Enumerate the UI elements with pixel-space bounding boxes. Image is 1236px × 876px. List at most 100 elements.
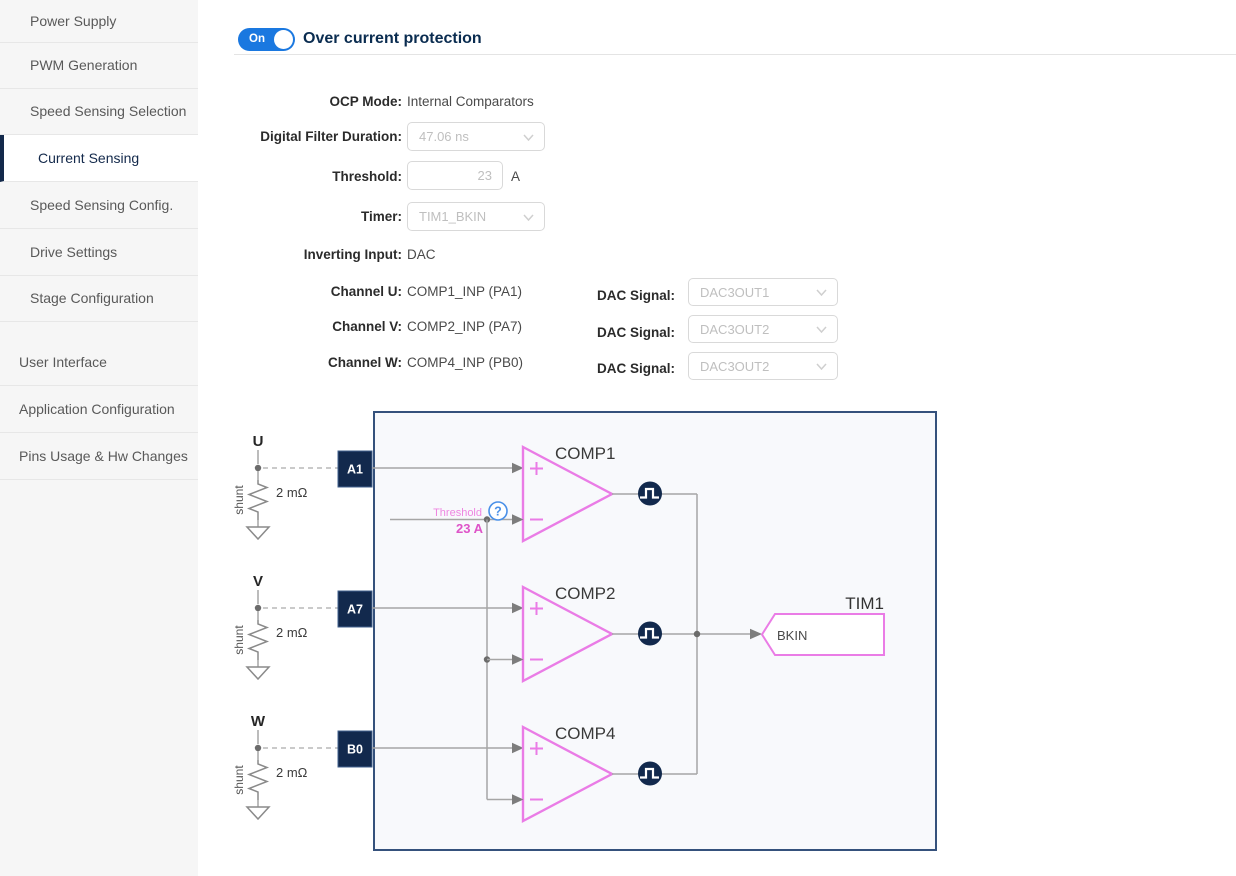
shunt-label-w: shunt <box>232 765 246 795</box>
sidebar-item-user-interface[interactable]: User Interface <box>0 340 198 386</box>
sidebar-item-power-supply[interactable]: Power Supply <box>0 0 198 43</box>
sidebar-item-pins-usage-hw-changes[interactable]: Pins Usage & Hw Changes <box>0 433 198 480</box>
shunt-label-u: shunt <box>232 485 246 515</box>
pulse-glyph <box>640 627 659 639</box>
channel-v-label: Channel V: <box>332 319 402 334</box>
dac-signal-v-value: DAC3OUT2 <box>700 321 770 337</box>
phase-u-group: U shunt 2 mΩ A1 COMP1 <box>232 433 697 543</box>
digital-filter-select[interactable]: 47.06 ns <box>407 122 545 151</box>
pulse-glyph <box>640 487 659 499</box>
bkin-label: BKIN <box>777 628 807 643</box>
threshold-unit: A <box>511 169 521 184</box>
tim1-label: TIM1 <box>845 594 884 613</box>
pin-label-b0: B0 <box>347 743 363 757</box>
dac-signal-v-label: DAC Signal: <box>596 325 675 340</box>
sidebar: Power Supply PWM Generation Speed Sensin… <box>0 0 198 876</box>
pin-box-a1 <box>337 450 373 488</box>
dac-signal-w-select[interactable]: DAC3OUT2 <box>688 352 838 380</box>
phase-v-node-dot <box>254 604 262 612</box>
toggle-knob <box>274 30 293 49</box>
phase-v-label: V <box>253 573 263 590</box>
comparator-comp4 <box>521 725 615 823</box>
chevron-down-icon <box>523 133 534 141</box>
phase-w-group: W shunt 2 mΩ B0 COMP4 <box>232 713 697 823</box>
chevron-down-icon <box>816 326 827 333</box>
pin-box-a7 <box>337 590 373 628</box>
comparator-comp2 <box>521 585 615 683</box>
dac-signal-v-select[interactable]: DAC3OUT2 <box>688 315 838 343</box>
channel-w-value: COMP4_INP (PB0) <box>407 355 524 370</box>
arrowhead-icon <box>750 628 762 640</box>
plus-sign-comp1 <box>530 462 543 475</box>
chevron-down-icon <box>816 289 827 296</box>
comp1-label: COMP1 <box>555 444 615 463</box>
sidebar-item-drive-settings[interactable]: Drive Settings <box>0 229 198 276</box>
sidebar-item-stage-configuration[interactable]: Stage Configuration <box>0 276 198 322</box>
output-group: BKIN TIM1 <box>693 494 885 774</box>
timer-select[interactable]: TIM1_BKIN <box>407 202 545 231</box>
timer-value: TIM1_BKIN <box>419 209 487 224</box>
comp2-label: COMP2 <box>555 584 615 603</box>
sidebar-item-application-configuration[interactable]: Application Configuration <box>0 386 198 433</box>
plus-sign-comp2 <box>530 602 543 615</box>
comp4-label: COMP4 <box>555 724 615 743</box>
page-title: Over current protection <box>303 30 482 47</box>
threshold-label: Threshold: <box>332 169 402 184</box>
sidebar-item-pwm-generation[interactable]: PWM Generation <box>0 43 198 89</box>
shunt-resistor-u <box>246 480 270 520</box>
plus-sign-comp4 <box>530 742 543 755</box>
chevron-down-icon <box>523 213 534 221</box>
threshold-diagram-label: Threshold <box>433 507 482 519</box>
pin-box-b0 <box>337 730 373 768</box>
sidebar-item-speed-sensing-selection[interactable]: Speed Sensing Selection <box>0 89 198 135</box>
phase-w-label: W <box>251 713 266 730</box>
ground-symbol-v <box>245 666 271 681</box>
resistance-value-u: 2 mΩ <box>276 485 308 500</box>
arrowhead-icon <box>512 462 524 474</box>
timer-label: Timer: <box>360 209 402 224</box>
shunt-resistor-w <box>246 760 270 800</box>
help-icon-glyph: ? <box>494 505 502 519</box>
sidebar-item-speed-sensing-config[interactable]: Speed Sensing Config. <box>0 182 198 229</box>
tim1-bkin-block <box>760 613 885 656</box>
ocp-mode-label: OCP Mode: <box>329 94 402 109</box>
arrowhead-icon <box>512 602 524 614</box>
toggle-on-label: On <box>249 33 265 45</box>
dac-signal-u-select[interactable]: DAC3OUT1 <box>688 278 838 306</box>
pulse-glyph <box>640 767 659 779</box>
pulse-output-icon <box>638 761 662 786</box>
channel-v-value: COMP2_INP (PA7) <box>407 319 523 334</box>
resistance-value-v: 2 mΩ <box>276 625 308 640</box>
header-divider <box>234 54 1236 55</box>
digital-filter-label: Digital Filter Duration: <box>260 129 402 144</box>
help-icon[interactable] <box>488 501 508 521</box>
shunt-label-v: shunt <box>232 625 246 655</box>
arrowhead-icon <box>512 794 524 805</box>
channel-u-value: COMP1_INP (PA1) <box>407 284 523 299</box>
digital-filter-value: 47.06 ns <box>419 129 469 144</box>
ground-symbol-w <box>245 806 271 821</box>
ocp-diagram: U shunt 2 mΩ A1 COMP1 V <box>232 411 937 851</box>
pin-label-a1: A1 <box>347 463 363 477</box>
dac-signal-w-value: DAC3OUT2 <box>700 358 770 374</box>
arrowhead-icon <box>512 514 524 525</box>
threshold-diagram-value: 23 A <box>456 521 484 536</box>
arrowhead-icon <box>512 654 524 665</box>
phase-u-label: U <box>253 433 264 450</box>
resistance-value-w: 2 mΩ <box>276 765 308 780</box>
pin-label-a7: A7 <box>347 603 363 617</box>
channel-w-label: Channel W: <box>328 355 402 370</box>
comparator-comp1 <box>521 445 615 543</box>
channel-u-label: Channel U: <box>330 284 402 299</box>
dac-signal-w-label: DAC Signal: <box>596 361 675 376</box>
sidebar-item-current-sensing[interactable]: Current Sensing <box>0 135 198 182</box>
ground-symbol-u <box>245 526 271 541</box>
phase-w-node-dot <box>254 744 262 752</box>
threshold-group: Threshold 23 A ? <box>390 501 524 805</box>
pulse-output-icon <box>638 621 662 646</box>
chevron-down-icon <box>816 363 827 370</box>
ocp-enable-toggle[interactable]: On <box>238 28 295 51</box>
threshold-input[interactable] <box>407 161 503 190</box>
shunt-resistor-v <box>246 620 270 660</box>
